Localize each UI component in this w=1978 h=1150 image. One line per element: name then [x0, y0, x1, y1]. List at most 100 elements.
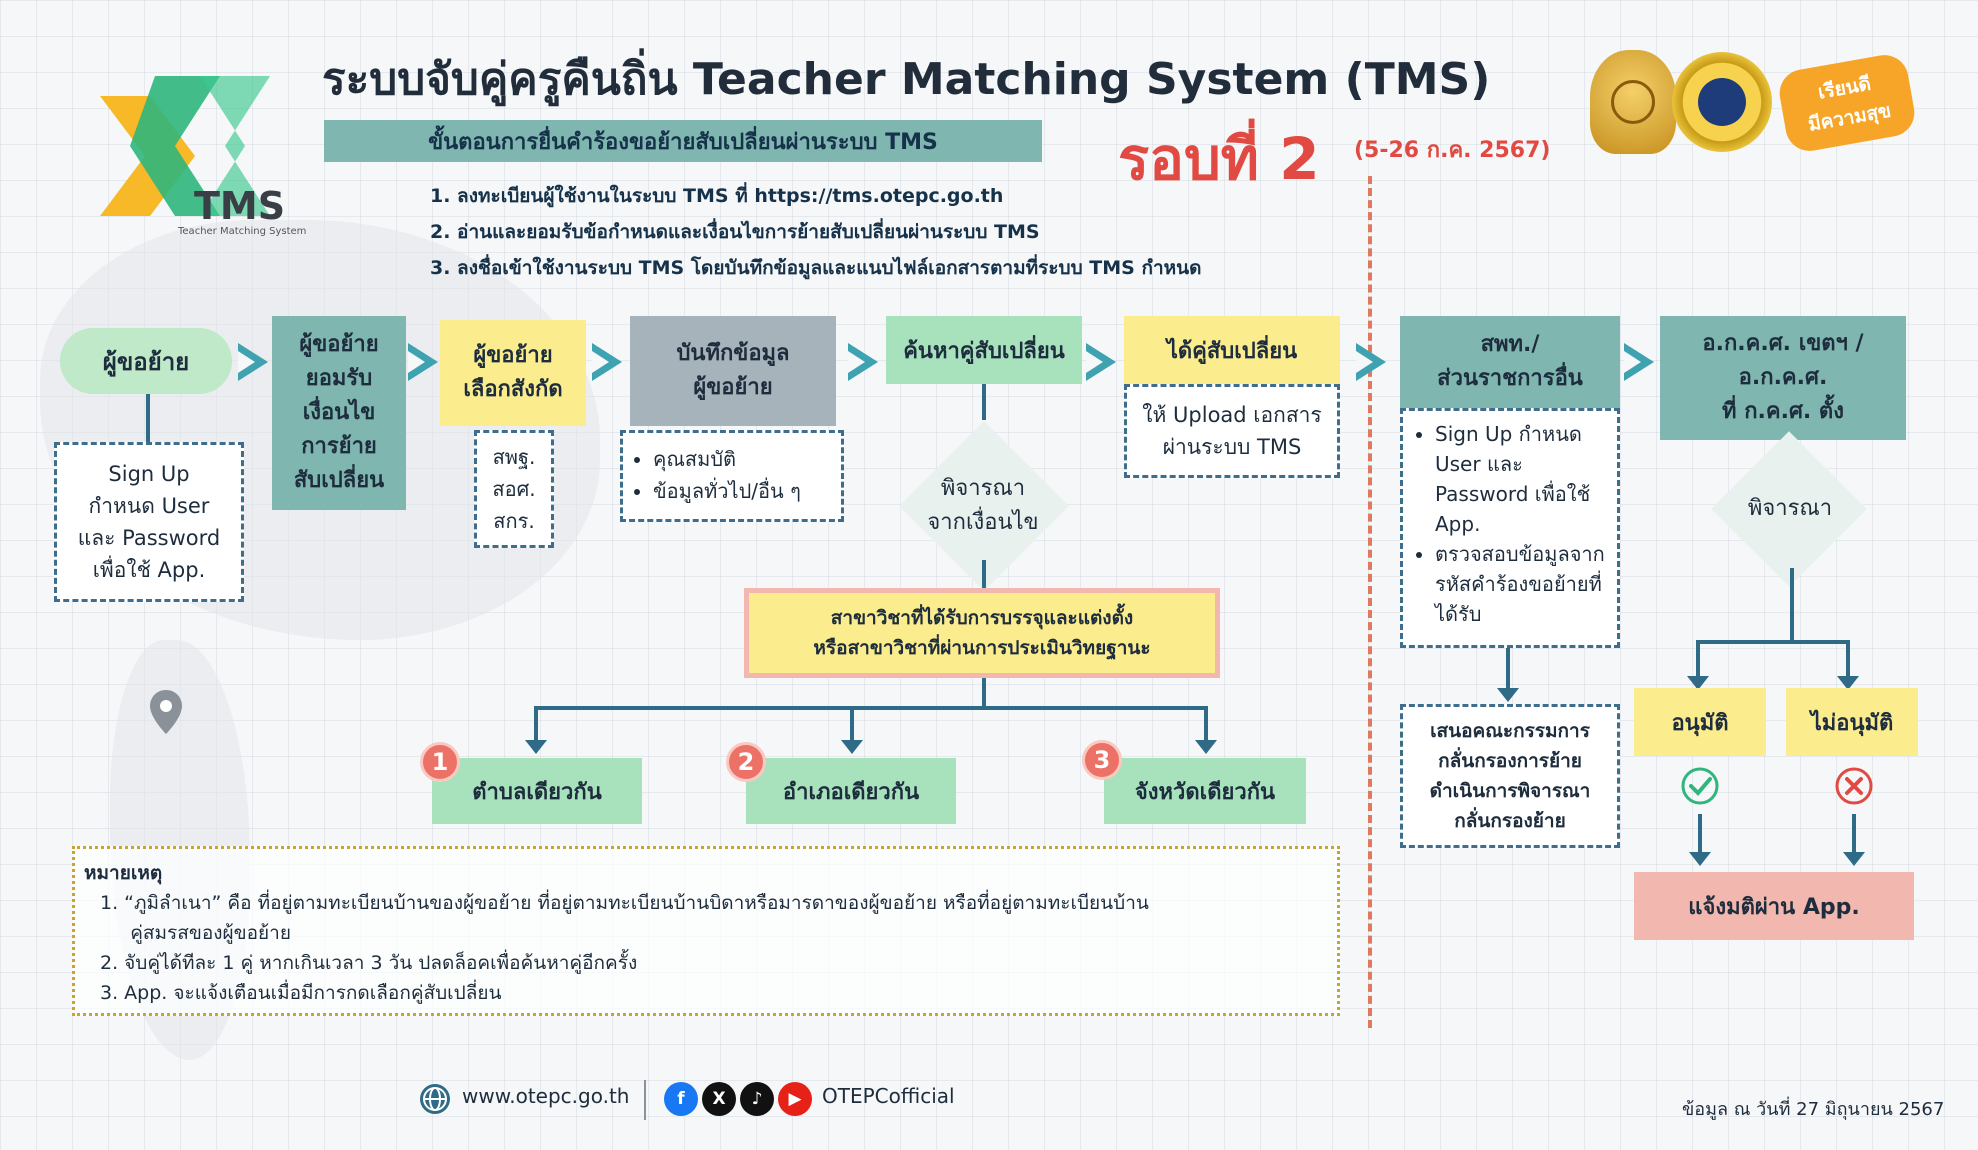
flow-arrow-icon [1356, 343, 1386, 381]
youtube-icon[interactable]: ▶ [778, 1082, 812, 1116]
note-item: 2. จับคู่ได้ทีละ 1 คู่ หากเกินเวลา 3 วัน… [100, 952, 638, 974]
notes-text: หมายเหตุ 1. “ภูมิลำเนา” คือ ที่อยู่ตามทะ… [84, 858, 1149, 1008]
area-office-line: ส่วนราชการอื่น [1437, 366, 1583, 391]
connector-line [1696, 640, 1850, 644]
got-pair-box: ได้คู่สับเปลี่ยน [1124, 316, 1340, 384]
social-handle: OTEPCofficial [822, 1084, 955, 1108]
section-divider [1368, 176, 1372, 1028]
reject-box: ไม่อนุมัติ [1786, 688, 1918, 756]
footer-divider [644, 1080, 646, 1120]
akk-consider-text: พิจารณา [1747, 495, 1833, 521]
x-icon[interactable]: X [702, 1082, 736, 1116]
agency-option: สกร. [493, 509, 535, 533]
website-link[interactable]: www.otepc.go.th [462, 1084, 630, 1108]
facebook-icon[interactable]: f [664, 1082, 698, 1116]
connector-line [1696, 640, 1700, 680]
committee-line: กลั่นกรองการย้าย [1438, 750, 1582, 772]
notes-title: หมายเหตุ [84, 862, 163, 884]
area-office-box: สพท./ ส่วนราชการอื่น [1400, 316, 1620, 408]
committee-line: เสนอคณะกรรมการ [1430, 720, 1590, 742]
page-title: ระบบจับคู่ครูคืนถิ่น Teacher Matching Sy… [322, 54, 1491, 105]
signup-line: และ Password [77, 526, 221, 550]
connector-line [982, 560, 986, 588]
happy-learning-badge: เรียนดี มีความสุข [1775, 51, 1919, 155]
accept-line: เงื่อนไข [302, 400, 376, 425]
select-agency-box: ผู้ขอย้าย เลือกสังกัด [440, 320, 586, 426]
subject-line: หรือสาขาวิชาที่ผ่านการประเมินวิทยฐานะ [813, 637, 1151, 659]
accept-line: ผู้ขอย้าย [299, 332, 379, 357]
step-item: 3. ลงชื่อเข้าใช้งานระบบ TMS โดยบันทึกข้อ… [430, 257, 1202, 279]
connector-line [850, 706, 854, 742]
connector-line [1790, 568, 1794, 642]
connector-line [534, 706, 538, 742]
flow-arrow-icon [238, 343, 268, 381]
akk-box: อ.ก.ค.ศ. เขตฯ / อ.ก.ค.ศ. ที่ ก.ค.ศ. ตั้ง [1660, 316, 1906, 440]
record-line: บันทึกข้อมูล [676, 341, 790, 366]
process-subtitle: ขั้นตอนการยื่นคำร้องขอย้ายสับเปลี่ยนผ่าน… [324, 120, 1042, 162]
applicant-pill: ผู้ขอย้าย [60, 328, 232, 394]
option-district-box: อำเภอเดียวกัน [746, 758, 956, 824]
flow-arrow-icon [408, 343, 438, 381]
connector-line [534, 706, 1208, 710]
note-item: คู่สมรสของผู้ขอย้าย [100, 922, 291, 944]
upload-line: ให้ Upload เอกสาร [1142, 403, 1322, 427]
upload-box: ให้ Upload เอกสาร ผ่านระบบ TMS [1124, 384, 1340, 478]
signup-line: Sign Up [108, 462, 190, 486]
down-arrow-icon [1497, 688, 1519, 702]
area-office-item: Sign Up กำหนด User และ Password เพื่อใช้… [1435, 419, 1609, 539]
connector-line [1852, 814, 1856, 854]
flow-arrow-icon [1086, 343, 1116, 381]
option-subdistrict-box: ตำบลเดียวกัน [432, 758, 642, 824]
flow-arrow-icon [848, 343, 878, 381]
connector-line [982, 678, 986, 708]
cross-icon [1834, 766, 1874, 810]
agency-options-box: สพฐ. สอศ. สกร. [474, 430, 554, 548]
option-number-badge: 1 [420, 742, 460, 782]
signup-line: กำหนด User [88, 494, 210, 518]
consider-text: พิจารณา จากเงื่อนไข [900, 452, 1066, 560]
tiktok-icon[interactable]: ♪ [740, 1082, 774, 1116]
agency-option: สอศ. [492, 477, 536, 501]
agency-option: สพฐ. [492, 445, 536, 469]
subject-line: สาขาวิชาที่ได้รับการบรรจุและแต่งตั้ง [830, 607, 1134, 629]
notify-box: แจ้งมติผ่าน App. [1634, 872, 1914, 940]
committee-box: เสนอคณะกรรมการ กลั่นกรองการย้าย ดำเนินกา… [1400, 704, 1620, 848]
note-item: 3. App. จะแจ้งเตือนเมื่อมีการกดเลือกคู่ส… [100, 982, 502, 1004]
area-office-items-box: Sign Up กำหนด User และ Password เพื่อใช้… [1400, 408, 1620, 648]
down-arrow-icon [1689, 852, 1711, 866]
select-agency-line: เลือกสังกัด [463, 377, 563, 402]
search-pair-box: ค้นหาคู่สับเปลี่ยน [886, 316, 1082, 384]
otepc-seal-icon [1672, 52, 1772, 152]
check-icon [1680, 766, 1720, 810]
accept-line: สับเปลี่ยน [293, 468, 385, 493]
flow-arrow-icon [592, 343, 622, 381]
date-note: ข้อมูล ณ วันที่ 27 มิถุนายน 2567 [1682, 1099, 1945, 1120]
approve-box: อนุมัติ [1634, 688, 1766, 756]
accept-conditions-box: ผู้ขอย้าย ยอมรับ เงื่อนไข การย้าย สับเปล… [272, 316, 406, 510]
notes-box [72, 846, 1340, 1016]
option-province-box: จังหวัดเดียวกัน [1104, 758, 1306, 824]
tms-logo-subtext: Teacher Matching System [178, 226, 307, 237]
down-arrow-icon [1843, 852, 1865, 866]
select-agency-line: ผู้ขอย้าย [473, 343, 553, 368]
record-item: ข้อมูลทั่วไป/อื่น ๆ [653, 475, 835, 507]
consider-line: พิจารณา [940, 476, 1026, 501]
option-number-badge: 3 [1082, 740, 1122, 780]
flow-arrow-icon [1624, 343, 1654, 381]
tms-logo [80, 36, 310, 246]
committee-line: กลั่นกรองย้าย [1454, 810, 1566, 832]
accept-line: การย้าย [301, 434, 377, 459]
step-item: 2. อ่านและยอมรับข้อกำหนดและเงื่อนไขการย้… [430, 221, 1040, 243]
record-item: คุณสมบัติ [653, 443, 835, 475]
down-arrow-icon [841, 740, 863, 754]
ministry-emblem-icon [1590, 50, 1676, 154]
record-line: ผู้ขอย้าย [693, 375, 773, 400]
upload-line: ผ่านระบบ TMS [1162, 435, 1302, 459]
step-item: 1. ลงทะเบียนผู้ใช้งานในระบบ TMS ที่ http… [430, 185, 1004, 207]
steps-list: 1. ลงทะเบียนผู้ใช้งานในระบบ TMS ที่ http… [430, 178, 1202, 286]
akk-line: อ.ก.ค.ศ. เขตฯ / [1702, 331, 1864, 356]
round-label: รอบที่ 2 [1118, 125, 1320, 193]
record-data-box: บันทึกข้อมูล ผู้ขอย้าย [630, 316, 836, 426]
down-arrow-icon [1687, 676, 1709, 690]
connector-line [146, 394, 150, 442]
